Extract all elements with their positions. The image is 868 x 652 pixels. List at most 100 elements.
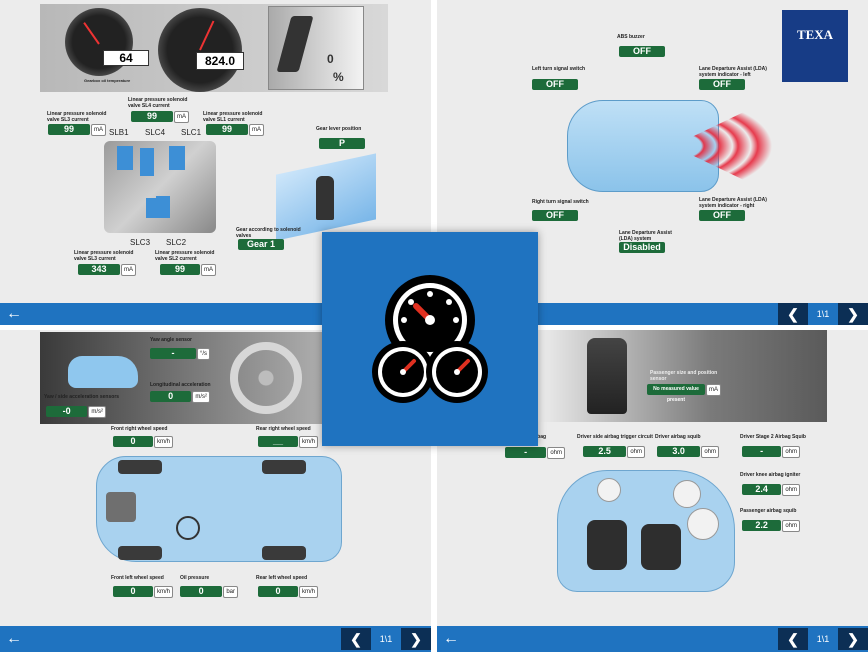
gear-solenoid-value: Gear 1 — [238, 239, 284, 250]
abs-buzzer-value: OFF — [619, 46, 665, 57]
lda-left-label: Lane Departure Assist (LDA) system indic… — [699, 66, 767, 78]
next-page-button[interactable]: ❯ — [838, 628, 868, 650]
lda-system-label: Lane Departure Assist (LDA) system — [619, 230, 672, 242]
pedal-unit: % — [333, 70, 344, 84]
texa-logo: TEXA — [782, 10, 848, 82]
lda-right-label: Lane Departure Assist (LDA) system indic… — [699, 197, 767, 209]
gear-lever-label: Gear lever position — [316, 126, 362, 132]
bottom-toolbar: ❮ 1\1 ❯ — [437, 303, 868, 325]
rr-wheel-value: __km/h — [258, 435, 318, 448]
driver-trigger-label: Driver side airbag trigger circuit — [577, 434, 653, 440]
valve-slc1 — [169, 146, 185, 170]
rpm-gauge — [158, 8, 242, 92]
fr-wheel-label: Front right wheel speed — [111, 426, 168, 432]
rl-wheel-label: Rear left wheel speed — [256, 575, 308, 581]
pedal-box — [268, 6, 364, 90]
left-turn-value: OFF — [532, 79, 578, 90]
bottom-toolbar: ← ❮ 1\1 ❯ — [0, 626, 431, 652]
wheel-front-right — [118, 460, 162, 474]
rr-wheel-label: Rear right wheel speed — [256, 426, 311, 432]
valve-label-slc1: SLC1 — [181, 128, 202, 137]
back-arrow-icon[interactable]: ← — [443, 630, 459, 647]
lda-right-value: OFF — [699, 210, 745, 221]
pedal-value: 0 — [327, 52, 334, 66]
bottom-toolbar: ← ❮ 1\1 ❯ — [437, 626, 868, 652]
prev-page-button[interactable]: ❮ — [778, 628, 808, 650]
gearbox-panel: 64 Gearbox oil temperature 824.0 0 % Lin… — [0, 0, 431, 325]
car-seat-image — [587, 338, 627, 414]
front-airbag-value: -ohm — [505, 446, 565, 459]
right-turn-value: OFF — [532, 210, 578, 221]
oil-temp-readout: 64 — [103, 50, 149, 66]
prev-page-button[interactable]: ❮ — [341, 628, 371, 650]
next-page-button[interactable]: ❯ — [838, 303, 868, 325]
lda-left-value: OFF — [699, 79, 745, 90]
yaw-value: -°/s — [150, 347, 210, 360]
wheel-rear-left — [262, 546, 306, 560]
oil-pressure-label: Oil pressure — [180, 575, 210, 581]
knee-igniter-label: Driver knee airbag igniter — [740, 472, 801, 478]
prev-page-button[interactable]: ❮ — [778, 303, 808, 325]
driver-stage2-value: -ohm — [742, 445, 800, 458]
driver-stage2-label: Driver Stage 2 Airbag Squib — [740, 434, 806, 440]
oil-temp-caption: Gearbox oil temperature — [84, 78, 131, 83]
left-turn-label: Left turn signal switch — [532, 66, 586, 72]
long-acc-label: Longitudinal acceleration — [150, 382, 211, 388]
steering-column-icon — [176, 516, 200, 540]
wheel-rear-right — [262, 460, 306, 474]
valve-label-slb1: SLB1 — [109, 128, 129, 137]
driver-squib-label: Driver airbag squib — [655, 434, 701, 440]
valve-label-slc3: SLC3 — [130, 238, 151, 247]
steering-wheel-image — [230, 342, 302, 414]
page-indicator: 1\1 — [371, 628, 401, 650]
valve-slc4 — [140, 148, 154, 176]
airbag-cushion-3 — [687, 508, 719, 540]
valve-label-slc4: SLC4 — [145, 128, 166, 137]
occupant-label: Passenger size and position sensor — [650, 370, 718, 382]
valve-slb1 — [117, 146, 133, 170]
right-turn-label: Right turn signal switch — [532, 199, 589, 205]
passenger-squib-label: Passenger airbag squib — [740, 508, 797, 514]
center-tile — [322, 232, 538, 446]
lat-acc-label: Yaw / side acceleration sensors — [44, 394, 120, 400]
page-indicator: 1\1 — [808, 303, 838, 325]
back-arrow-icon[interactable]: ← — [6, 305, 22, 322]
sl3b-label: Linear pressure solenoid valve SL3 curre… — [74, 250, 134, 262]
back-arrow-icon[interactable]: ← — [6, 630, 22, 647]
dashboard-gauges-icon — [372, 275, 488, 403]
sl1-label: Linear pressure solenoid valve SL1 curre… — [203, 111, 263, 123]
gear-solenoid-label: Gear according to solenoid valves — [236, 227, 301, 239]
rpm-readout: 824.0 — [196, 52, 244, 70]
yaw-label: Yaw angle sensor — [150, 337, 192, 343]
airbag-cushion-2 — [673, 480, 701, 508]
page-indicator: 1\1 — [808, 628, 838, 650]
airbag-cushion-1 — [597, 478, 621, 502]
pager: ❮ 1\1 ❯ — [341, 628, 431, 650]
next-page-button[interactable]: ❯ — [401, 628, 431, 650]
fl-wheel-label: Front left wheel speed — [111, 575, 164, 581]
seat-rear — [641, 524, 681, 570]
seat-strip — [537, 330, 827, 422]
engine-block-image — [106, 492, 136, 522]
sl3-label: Linear pressure solenoid valve SL3 curre… — [47, 111, 107, 123]
front-airbag-label: ...bag — [533, 434, 547, 440]
sl2-label: Linear pressure solenoid valve SL2 curre… — [155, 250, 215, 262]
gear-knob-icon — [316, 176, 334, 220]
sl4-label: Linear pressure solenoid valve SL4 curre… — [128, 97, 188, 109]
valve-slc2 — [156, 196, 170, 218]
